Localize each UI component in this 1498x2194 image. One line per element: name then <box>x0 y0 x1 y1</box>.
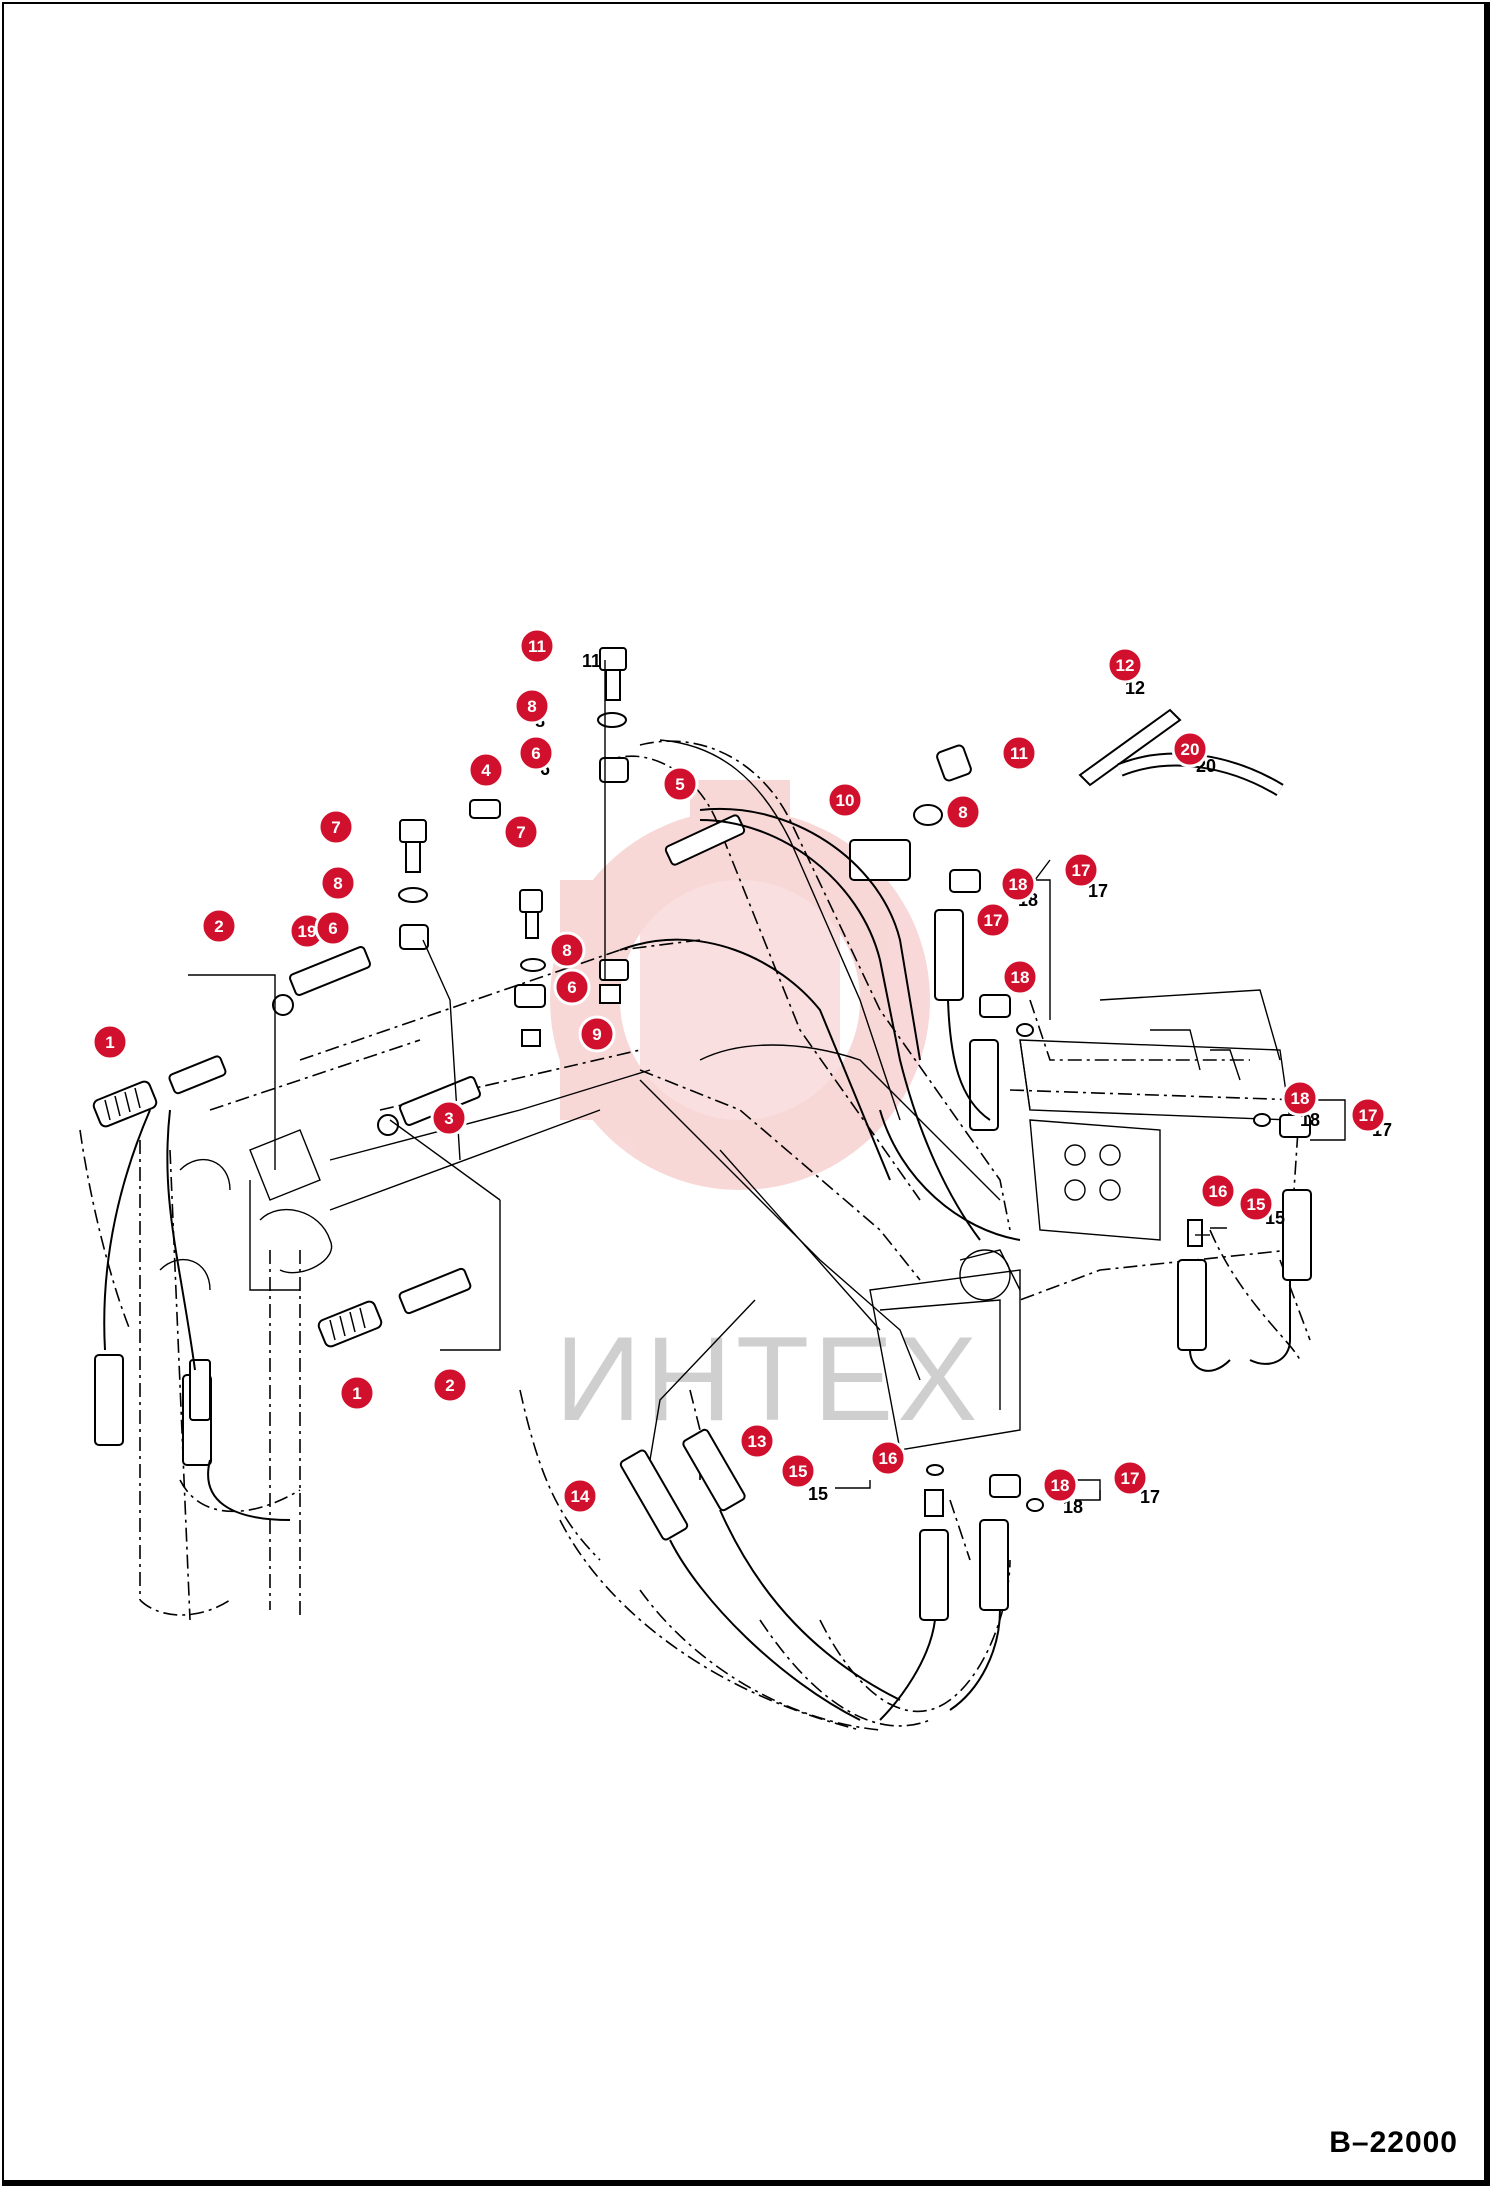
svg-text:8: 8 <box>527 697 536 716</box>
svg-text:8: 8 <box>333 874 342 893</box>
svg-text:15: 15 <box>789 1462 808 1481</box>
svg-text:7: 7 <box>331 818 340 837</box>
callout-2-bottom[interactable]: 2 <box>431 1366 469 1404</box>
svg-text:17: 17 <box>984 911 1003 930</box>
svg-text:13: 13 <box>748 1432 767 1451</box>
svg-text:15: 15 <box>1247 1195 1266 1214</box>
svg-text:3: 3 <box>444 1109 453 1128</box>
svg-text:17: 17 <box>1359 1106 1378 1125</box>
svg-text:6: 6 <box>328 919 337 938</box>
svg-text:11: 11 <box>1010 744 1028 763</box>
svg-text:19: 19 <box>298 922 317 941</box>
svg-text:17: 17 <box>1072 861 1091 880</box>
callout-6-mid[interactable]: 6 <box>553 968 591 1006</box>
callout-14[interactable]: 14 <box>561 1477 599 1515</box>
label-17: 17 <box>1088 881 1108 901</box>
svg-text:6: 6 <box>531 744 540 763</box>
callout-8-top[interactable]: 8 <box>513 687 551 725</box>
callout-18-valve[interactable]: 18 <box>1281 1079 1319 1117</box>
svg-text:6: 6 <box>567 978 576 997</box>
document-code: B–22000 <box>1329 2126 1458 2159</box>
callout-18-bottom[interactable]: 18 <box>1041 1466 1079 1504</box>
callout-1-bottom[interactable]: 1 <box>338 1374 376 1412</box>
svg-text:14: 14 <box>571 1487 590 1506</box>
callout-15-valve[interactable]: 15 <box>1237 1185 1275 1223</box>
svg-text:10: 10 <box>836 791 855 810</box>
callout-17-valve[interactable]: 17 <box>1349 1096 1387 1134</box>
svg-text:9: 9 <box>592 1025 601 1044</box>
callouts: 11 8 6 4 5 7 7 8 2 19 6 8 6 9 1 3 10 8 1… <box>91 627 1387 1515</box>
svg-text:2: 2 <box>445 1376 454 1395</box>
callout-2-top[interactable]: 2 <box>200 907 238 945</box>
label-12: 12 <box>1125 678 1145 698</box>
svg-text:17: 17 <box>1121 1469 1140 1488</box>
svg-text:12: 12 <box>1116 656 1135 675</box>
callout-1-top[interactable]: 1 <box>91 1023 129 1061</box>
svg-text:18: 18 <box>1009 875 1028 894</box>
callout-15-bottom[interactable]: 15 <box>779 1452 817 1490</box>
svg-text:8: 8 <box>958 803 967 822</box>
svg-text:18: 18 <box>1051 1476 1070 1495</box>
svg-text:16: 16 <box>1209 1182 1228 1201</box>
svg-text:7: 7 <box>516 823 525 842</box>
callout-16-bottom[interactable]: 16 <box>869 1439 907 1477</box>
callout-7-mid[interactable]: 7 <box>502 813 540 851</box>
callout-10[interactable]: 10 <box>826 781 864 819</box>
hose-lines <box>103 807 1291 1721</box>
callout-11-right[interactable]: 11 <box>1000 734 1038 772</box>
callout-8-mid[interactable]: 8 <box>548 931 586 969</box>
callout-5[interactable]: 5 <box>661 765 699 803</box>
label-17-bottom: 17 <box>1140 1487 1160 1507</box>
callout-12[interactable]: 12 <box>1106 646 1144 684</box>
callout-6-top[interactable]: 6 <box>517 734 555 772</box>
svg-text:16: 16 <box>879 1449 898 1468</box>
arm-parts <box>92 909 1312 1621</box>
callout-4[interactable]: 4 <box>467 751 505 789</box>
label-11: 11 <box>582 651 601 671</box>
svg-text:2: 2 <box>214 917 223 936</box>
callout-17-mid[interactable]: 17 <box>974 901 1012 939</box>
watermark-text: ИНТЕХ <box>555 1312 981 1446</box>
svg-text:20: 20 <box>1181 740 1200 759</box>
callout-6-left[interactable]: 6 <box>314 909 352 947</box>
svg-text:18: 18 <box>1011 968 1030 987</box>
callout-11-top[interactable]: 11 <box>518 627 556 665</box>
svg-text:5: 5 <box>675 775 684 794</box>
callout-8-right[interactable]: 8 <box>944 793 982 831</box>
callout-17-bottom[interactable]: 17 <box>1111 1459 1149 1497</box>
label-18-bottom: 18 <box>1063 1497 1083 1517</box>
label-15-bottom: 15 <box>808 1484 828 1504</box>
callout-20[interactable]: 20 <box>1171 730 1209 768</box>
svg-text:11: 11 <box>528 637 546 656</box>
callout-18-mid[interactable]: 18 <box>1001 958 1039 996</box>
svg-text:4: 4 <box>481 761 491 780</box>
callout-8-left[interactable]: 8 <box>319 864 357 902</box>
svg-text:1: 1 <box>352 1384 361 1403</box>
callout-17-top[interactable]: 17 <box>1062 851 1100 889</box>
callout-16-valve[interactable]: 16 <box>1199 1172 1237 1210</box>
svg-text:18: 18 <box>1291 1089 1310 1108</box>
callout-13[interactable]: 13 <box>738 1422 776 1460</box>
svg-text:8: 8 <box>562 941 571 960</box>
callout-7-left[interactable]: 7 <box>317 808 355 846</box>
callout-9[interactable]: 9 <box>578 1015 616 1053</box>
hardware <box>398 647 1311 1517</box>
callout-18-top[interactable]: 18 <box>999 865 1037 903</box>
svg-text:1: 1 <box>105 1033 114 1052</box>
callout-3[interactable]: 3 <box>430 1099 468 1137</box>
